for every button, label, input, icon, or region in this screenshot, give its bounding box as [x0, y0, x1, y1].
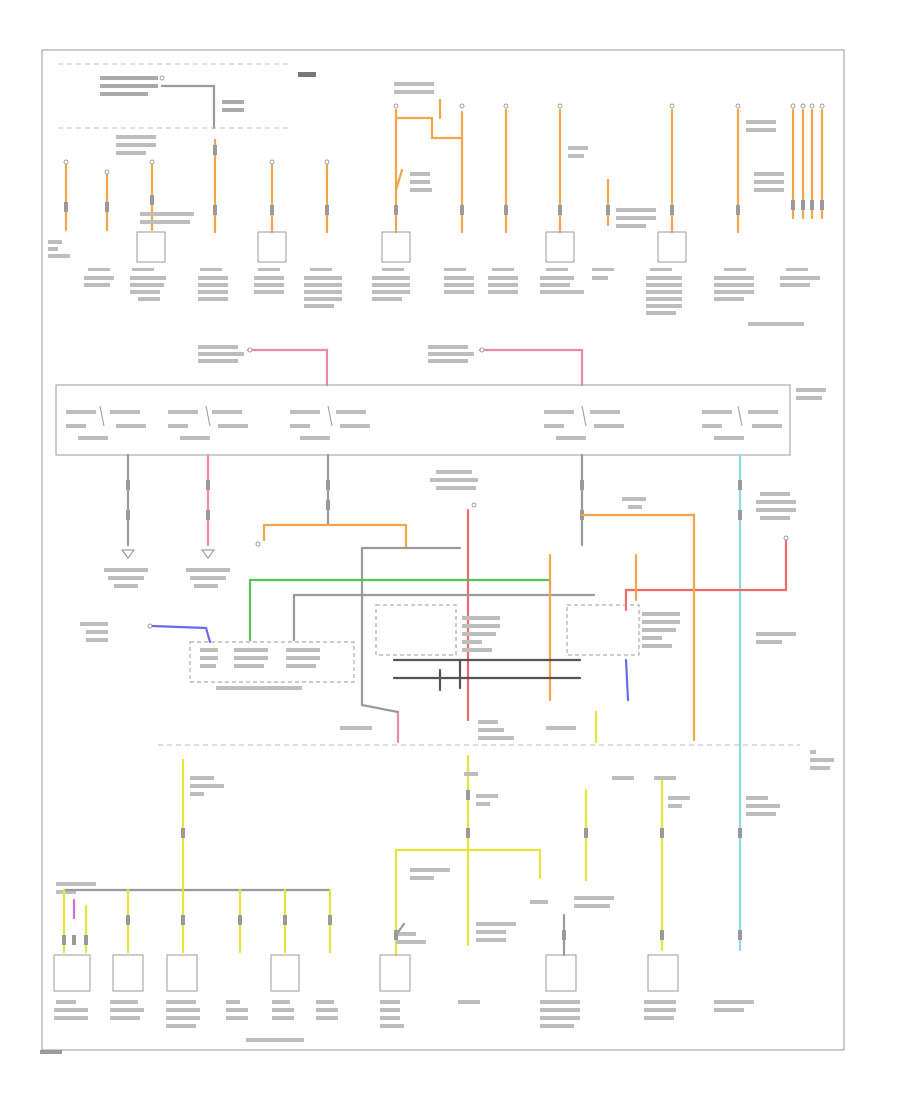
switch-icon	[66, 410, 782, 440]
splice-labels	[56, 868, 614, 944]
ground-icon	[121, 549, 215, 559]
component-boxes-bottom	[53, 954, 679, 992]
connector-icon	[159, 75, 165, 81]
relay-captions	[462, 612, 680, 652]
headlamp-switch-label-right	[428, 345, 474, 363]
connector-icon	[247, 347, 485, 353]
component-boxes-top	[136, 231, 687, 263]
lower-labels	[190, 772, 780, 816]
diagram-frame	[41, 49, 845, 1051]
fuse-box-label	[298, 72, 316, 77]
footer-code-mark	[40, 1050, 62, 1054]
headlamp-connector-label	[100, 76, 158, 96]
headlamp-switch-label-left	[198, 345, 244, 363]
switch-band-label	[796, 388, 826, 400]
relay-icon	[375, 604, 640, 656]
control-module	[189, 641, 355, 683]
component-captions-bottom	[54, 1000, 754, 1042]
fuse-label-top	[222, 100, 244, 112]
ground-captions	[104, 568, 230, 588]
lower-bus-label	[810, 750, 834, 770]
connector-icon	[471, 502, 477, 508]
connector-icon	[147, 623, 153, 629]
connector-pins-top	[64, 145, 824, 215]
connector-icon	[783, 535, 789, 541]
connector-pins-lower	[181, 790, 742, 838]
control-module-captions	[80, 622, 796, 740]
component-captions-top	[48, 240, 820, 326]
relay-label-center	[430, 470, 796, 520]
connector-icon	[63, 103, 825, 175]
connector-icon	[255, 541, 261, 547]
switch-contacts	[99, 405, 743, 427]
top-right-labels	[116, 82, 784, 228]
switch-band	[55, 384, 791, 456]
